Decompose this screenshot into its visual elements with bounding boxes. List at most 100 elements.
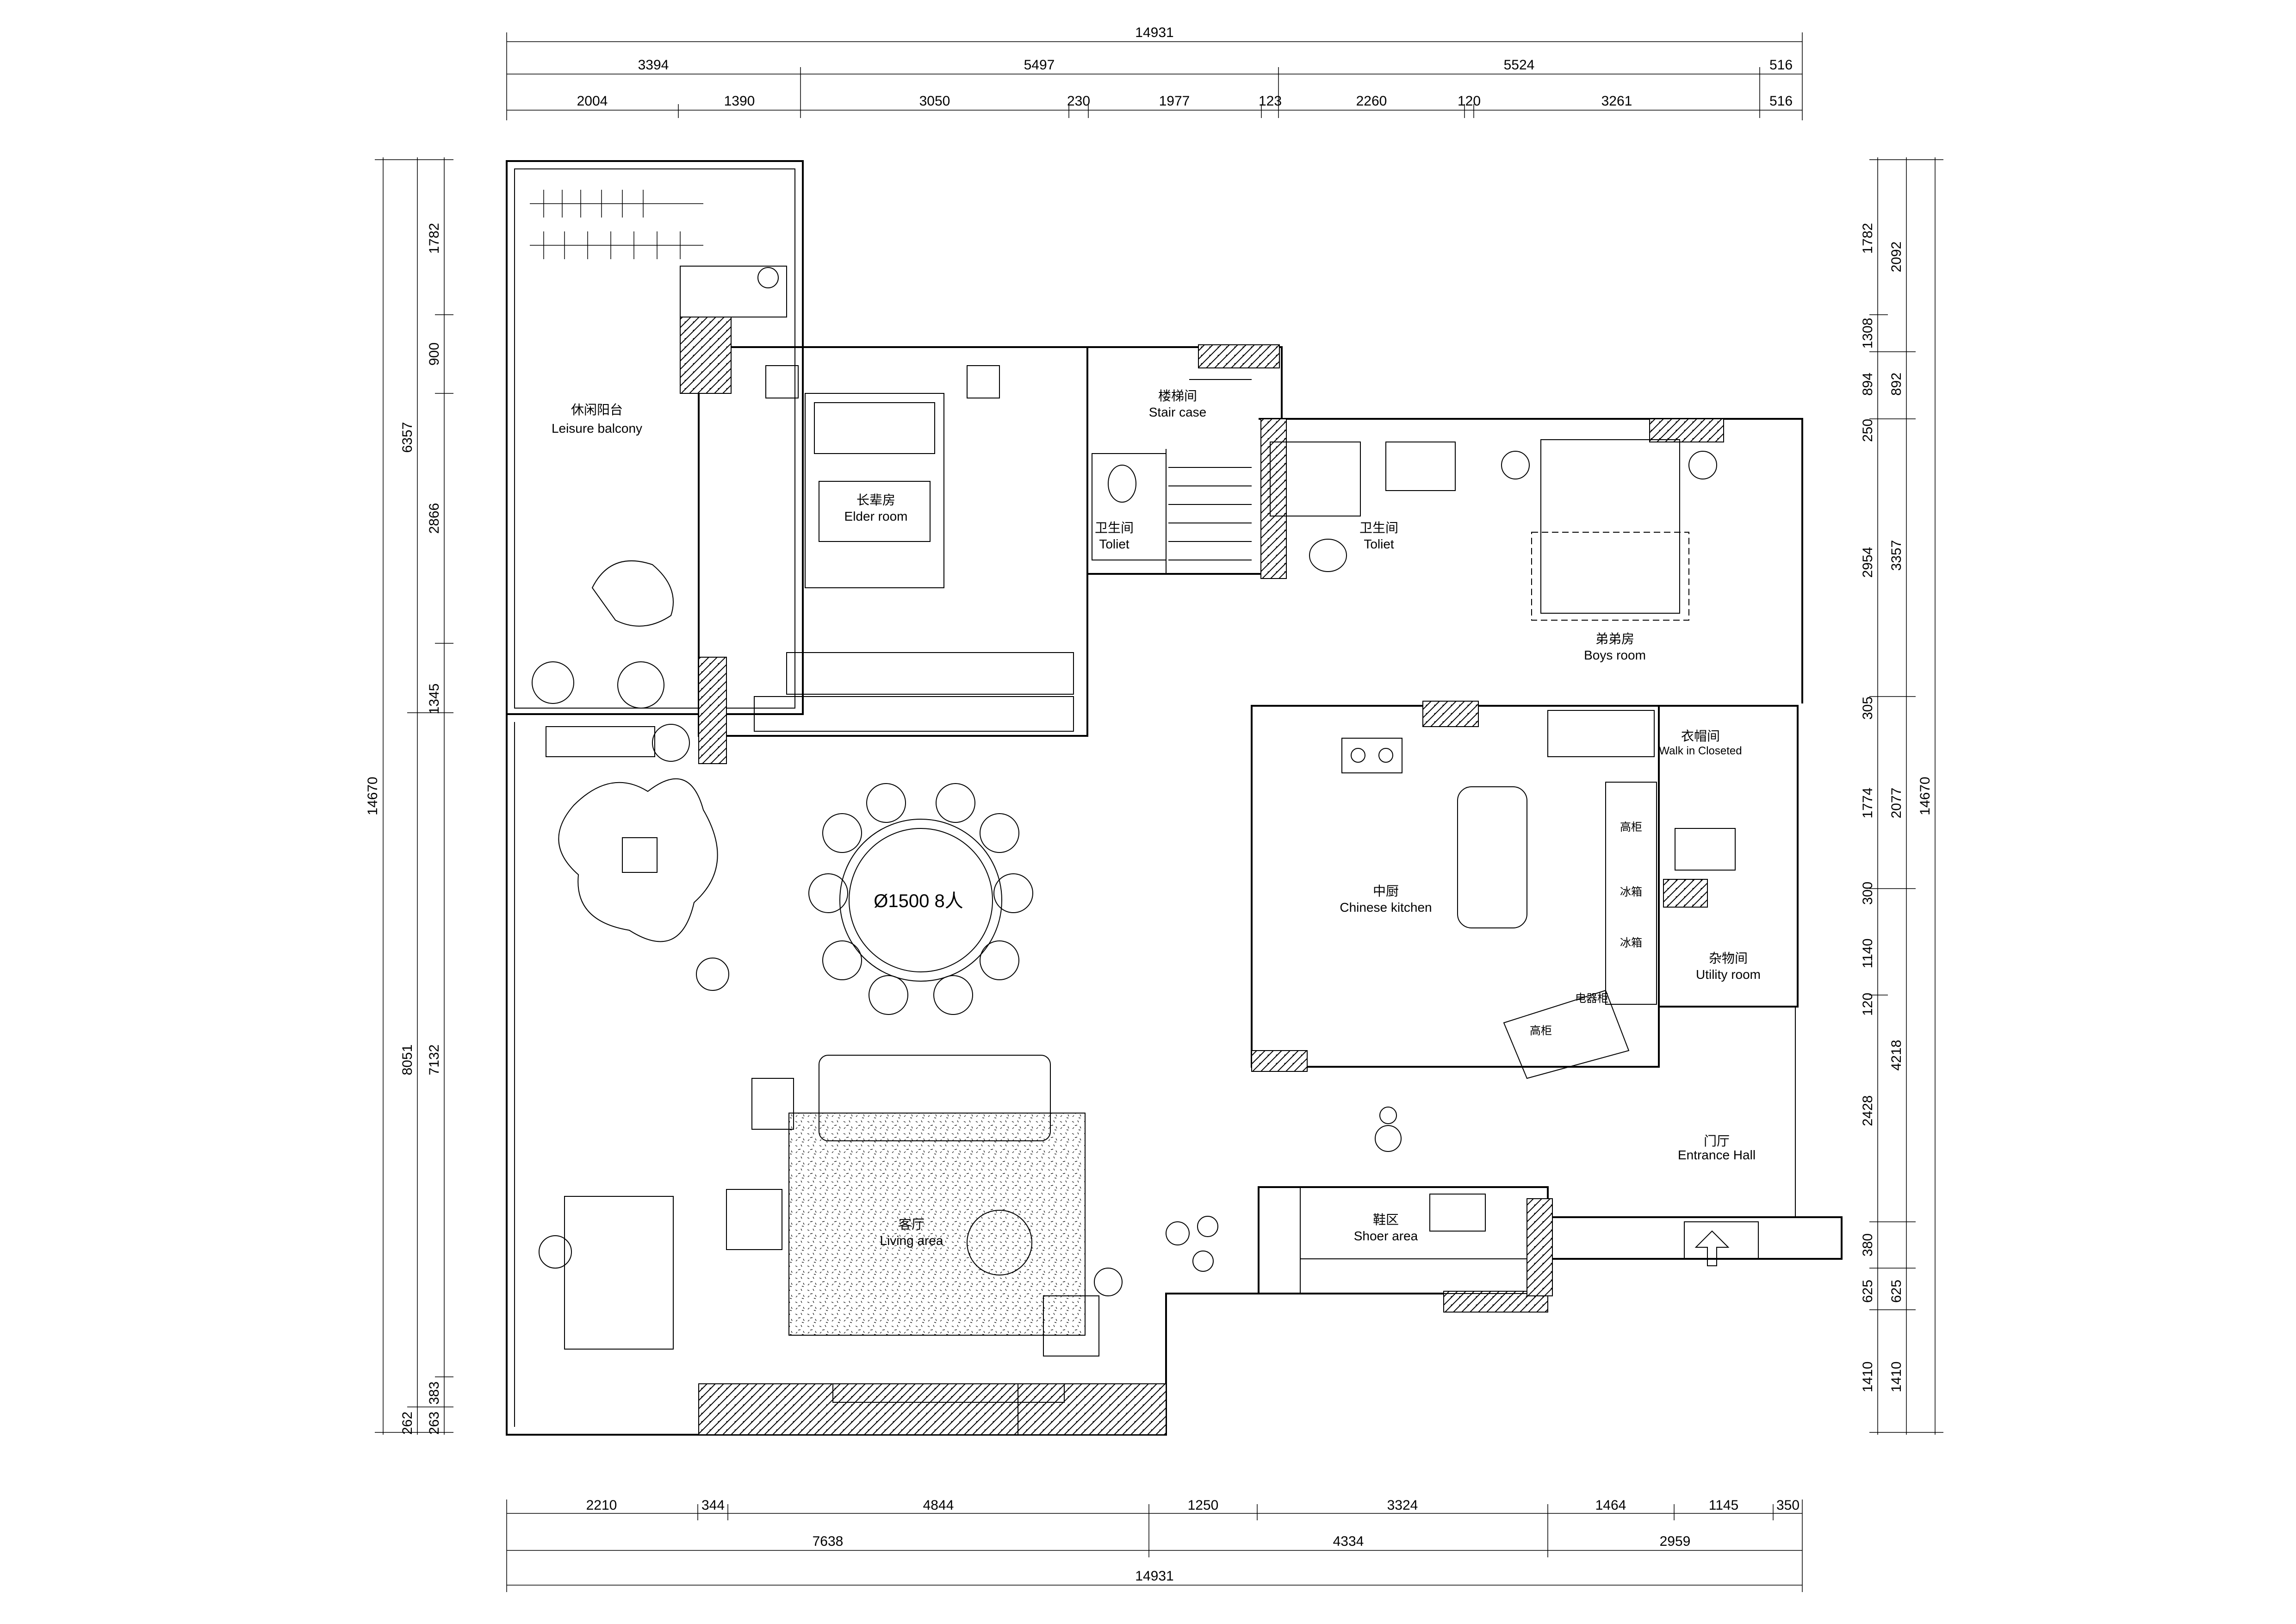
wardrobe: [786, 652, 1074, 695]
label-chinese-kitchen-cn: 中厨: [1373, 884, 1399, 898]
dim-bottom-mid-1: 7638: [813, 1534, 844, 1549]
closet-rail: [1547, 710, 1655, 757]
dining-set: [808, 783, 1033, 1015]
entrance-bench: [1684, 1221, 1759, 1259]
shoe-cabinet: [1300, 1258, 1527, 1294]
dim-left-outer-2: 8051: [400, 1045, 415, 1076]
label-fridge-1: 冰箱: [1620, 886, 1642, 898]
dim-top-total: 14931: [1135, 25, 1173, 40]
dimension-bottom: 2210 344 4844 1250 3324 1464 1145 350 76…: [506, 1498, 1803, 1592]
dim-top-mid-2: 5497: [1024, 57, 1055, 73]
dimension-top: 14931 3394 5497 5524 516 2004 1390 3050 …: [506, 25, 1803, 120]
dim-left-inner-6: 383: [427, 1381, 442, 1405]
appliance-cabinet: [1503, 989, 1630, 1079]
label-stair-case-cn: 楼梯间: [1158, 389, 1197, 403]
label-tall-cabinet-1: 高柜: [1620, 821, 1642, 834]
dim-top-low-6: 123: [1259, 93, 1282, 109]
plant-pot: [532, 661, 574, 704]
lounge-chair: [591, 560, 674, 627]
toilet-bowl: [1108, 465, 1136, 503]
dim-left-inner-4: 1345: [427, 684, 442, 715]
dim-top-low-4: 230: [1067, 93, 1090, 109]
armchair: [726, 1189, 782, 1250]
toilet-bowl-2: [1309, 539, 1347, 572]
side-table: [751, 1078, 794, 1130]
dim-left-inner-3: 2866: [427, 503, 442, 534]
label-chinese-kitchen-en: Chinese kitchen: [1340, 900, 1432, 915]
label-leisure-balcony-cn: 休闲阳台: [571, 403, 623, 417]
boys-bed: [1540, 439, 1680, 614]
label-shoe-area-cn: 鞋区: [1373, 1213, 1399, 1227]
coffee-table: [967, 1210, 1032, 1276]
dim-bottom-low-6: 1464: [1595, 1498, 1626, 1513]
dim-top-mid-3: 5524: [1504, 57, 1535, 73]
shower: [1270, 442, 1361, 516]
label-living-area-en: Living area: [880, 1233, 943, 1248]
elder-bed: [805, 393, 944, 588]
dim-bottom-low-8: 350: [1776, 1498, 1800, 1513]
dim-right-inner-9: 1140: [1860, 939, 1875, 969]
dim-right-inner-1: 1782: [1860, 223, 1875, 254]
dim-right-mid-2: 892: [1889, 373, 1904, 396]
dim-left-inner-7: 263: [427, 1412, 442, 1435]
label-living-area-cn: 客厅: [899, 1217, 925, 1232]
dim-top-low-2: 1390: [724, 93, 755, 109]
dim-right-inner-5: 2954: [1860, 547, 1875, 578]
living-rug: [788, 1113, 1086, 1336]
label-appliance-cabinet: 电器柜: [1575, 992, 1608, 1005]
dim-right-mid-4: 2077: [1889, 788, 1904, 819]
dim-bottom-low-7: 1145: [1709, 1498, 1739, 1513]
label-utility-room-cn: 杂物间: [1709, 951, 1748, 965]
label-entrance-hall-cn: 门厅: [1704, 1134, 1730, 1148]
dim-top-mid-4: 516: [1769, 57, 1793, 73]
dim-top-mid-1: 3394: [638, 57, 669, 73]
pet-icon: [1375, 1125, 1402, 1152]
dim-left-outer-1: 6357: [400, 422, 415, 453]
dim-right-inner-6: 305: [1860, 697, 1875, 720]
label-elder-room-en: Elder room: [844, 509, 908, 523]
dim-bottom-low-4: 1250: [1188, 1498, 1219, 1513]
dimension-right: 1782 1308 894 250 2954 305 1774 300 1140…: [1860, 157, 1943, 1435]
drying-rack: [530, 190, 703, 259]
stairs: [1166, 379, 1252, 574]
dim-top-low-10: 516: [1769, 93, 1793, 109]
label-boys-room-cn: 弟弟房: [1595, 632, 1634, 646]
basin: [1385, 442, 1456, 491]
label-toilet-2-cn: 卫生间: [1359, 521, 1398, 535]
label-walk-in-closet-cn: 衣帽间: [1681, 729, 1720, 743]
dim-right-inner-3: 894: [1860, 373, 1875, 396]
dim-right-inner-11: 2428: [1860, 1095, 1875, 1126]
dim-bottom-low-1: 2210: [586, 1498, 617, 1513]
armchair-2: [1043, 1295, 1099, 1356]
tv-unit: [832, 1383, 1065, 1403]
dim-top-low-8: 120: [1458, 93, 1481, 109]
dim-right-total: 14670: [1917, 777, 1933, 815]
dimension-left: 6357 8051 262 14670 1782 900 2866 1345 7…: [365, 157, 453, 1435]
label-dining-table: Ø1500 8人: [874, 891, 963, 911]
dim-top-low-1: 2004: [577, 93, 608, 109]
washer-cabinet: [680, 266, 787, 317]
label-elder-room-cn: 长辈房: [856, 493, 895, 507]
dim-right-inner-14: 1410: [1860, 1362, 1875, 1393]
dim-right-inner-2: 1308: [1860, 318, 1875, 349]
kitchen-cabinets: [1605, 782, 1657, 1005]
dim-left-total: 14670: [365, 777, 380, 815]
room-labels: 休闲阳台 Leisure balcony 长辈房 Elder room 楼梯间 …: [552, 389, 1761, 1248]
label-entrance-hall-en: Entrance Hall: [1678, 1148, 1756, 1162]
dim-bottom-mid-3: 2959: [1660, 1534, 1691, 1549]
dim-right-mid-3: 3357: [1889, 540, 1904, 571]
dim-right-inner-13: 625: [1860, 1280, 1875, 1303]
dim-right-mid-5: 4218: [1889, 1040, 1904, 1071]
label-stair-case-en: Stair case: [1149, 405, 1207, 419]
dim-right-inner-8: 300: [1860, 882, 1875, 905]
label-fridge-2: 冰箱: [1620, 937, 1642, 949]
dim-right-mid-6: 625: [1889, 1280, 1904, 1303]
dim-left-outer-3: 262: [400, 1412, 415, 1435]
label-walk-in-closet-en: Walk in Closeted: [1659, 745, 1742, 757]
dim-top-low-7: 2260: [1356, 93, 1387, 109]
label-toilet-1-cn: 卫生间: [1095, 521, 1134, 535]
dim-top-low-5: 1977: [1159, 93, 1190, 109]
dim-left-inner-1: 1782: [427, 223, 442, 254]
label-shoe-area-en: Shoer area: [1354, 1229, 1418, 1243]
